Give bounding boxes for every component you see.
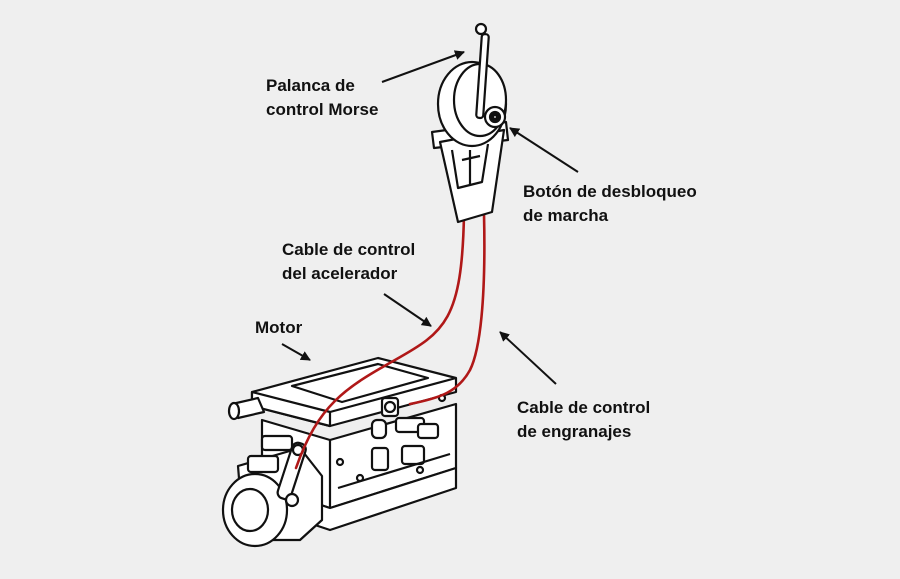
arrow-boton bbox=[509, 127, 579, 173]
label-motor-line1: Motor bbox=[255, 318, 303, 337]
gear-cable bbox=[408, 212, 486, 406]
label-engranajes: Cable de control de engranajes bbox=[517, 396, 650, 444]
label-acelerador: Cable de control del acelerador bbox=[282, 238, 415, 286]
label-boton: Botón de desbloqueo de marcha bbox=[523, 180, 697, 228]
label-acelerador-line1: Cable de control bbox=[282, 240, 416, 259]
label-palanca-line2: control Morse bbox=[266, 100, 379, 119]
label-palanca-line1: Palanca de bbox=[266, 76, 355, 95]
throttle-cable bbox=[294, 212, 466, 470]
arrow-acelerador bbox=[383, 293, 432, 327]
pointer-arrows bbox=[281, 50, 579, 385]
label-boton-line2: de marcha bbox=[523, 206, 609, 225]
arrow-palanca bbox=[381, 50, 465, 83]
arrow-motor bbox=[281, 343, 311, 361]
morse-control-unit bbox=[430, 22, 510, 224]
label-palanca: Palanca de control Morse bbox=[266, 74, 378, 122]
arrow-engranajes bbox=[499, 331, 557, 385]
label-boton-line1: Botón de desbloqueo bbox=[523, 182, 697, 201]
label-engranajes-line2: de engranajes bbox=[517, 422, 632, 441]
engine-illustration bbox=[221, 356, 458, 548]
label-motor: Motor bbox=[255, 316, 302, 340]
control-cables bbox=[294, 212, 486, 470]
label-acelerador-line2: del acelerador bbox=[282, 264, 398, 283]
label-engranajes-line1: Cable de control bbox=[517, 398, 651, 417]
